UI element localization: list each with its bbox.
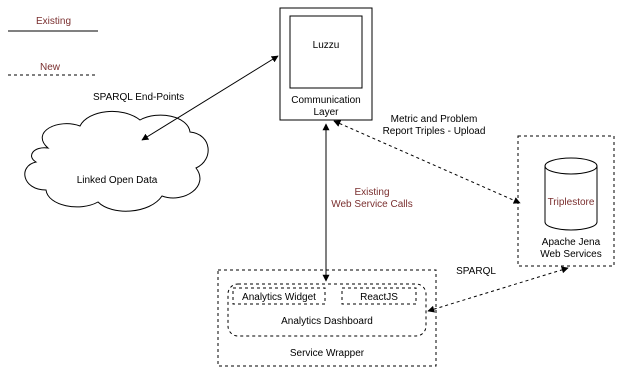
linked-open-data-label: Linked Open Data [77,175,158,186]
reactjs-box [341,287,417,305]
cloud-shape [24,110,209,212]
analytics-dashboard-label: Analytics Dashboard [281,316,373,327]
luzzu-label: Luzzu [313,40,340,51]
apache-jena-label-line2: Web Services [540,249,602,260]
apache-jena-node: Triplestore Apache Jena Web Services [517,135,615,267]
edge-sparql-label: SPARQL [456,266,496,277]
triplestore-cylinder [544,166,598,231]
communication-layer-label-line2: Layer [313,107,339,118]
edge-sparql-endpoints-label: SPARQL End-Points [93,92,184,103]
linked-open-data-node: Linked Open Data [24,110,209,212]
edges: SPARQL End-Points Existing Web Service C… [93,55,569,313]
edge-dashboard-to-jena [427,266,569,313]
service-wrapper-node: Analytics Widget ReactJS Analytics Dashb… [217,269,437,367]
luzzu-box [289,15,363,89]
analytics-widget-label: Analytics Widget [242,292,316,303]
communication-layer-label-line1: Communication [291,95,360,106]
edge-luzzu-to-triplestore [333,120,521,204]
edge-existing-label-line1: Existing [354,187,389,198]
edge-existing-label-line2: Web Service Calls [331,199,413,210]
legend: Existing New [8,16,98,76]
communication-layer-node: Luzzu Communication Layer [279,7,373,121]
triplestore-cylinder-top [544,157,598,175]
triplestore-label: Triplestore [548,197,595,208]
edge-metric-label-line2: Report Triples - Upload [383,126,486,137]
service-wrapper-label: Service Wrapper [290,348,365,359]
reactjs-label: ReactJS [360,292,398,303]
legend-existing-label: Existing [36,16,71,27]
edge-metric-label-line1: Metric and Problem [391,114,478,125]
apache-jena-label-line1: Apache Jena [542,237,601,248]
analytics-widget-box [232,287,326,305]
edge-lod-to-luzzu [141,55,279,141]
legend-new-label: New [40,62,61,73]
